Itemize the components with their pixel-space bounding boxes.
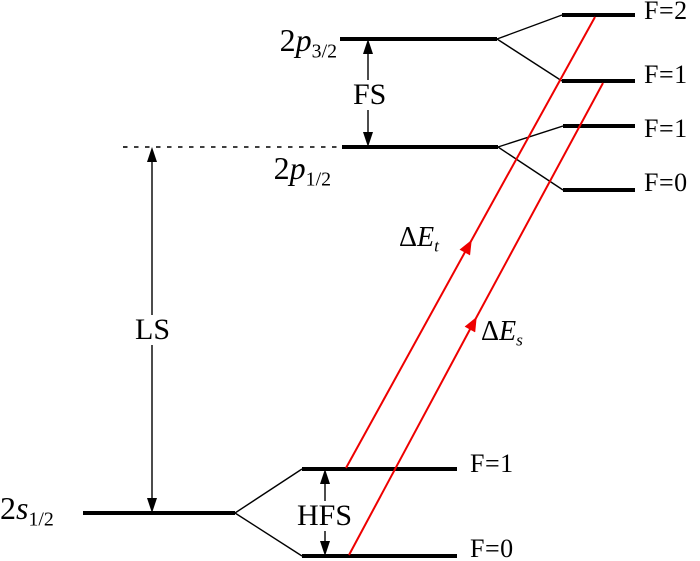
level-label-2p12: 2p1/2: [231, 152, 331, 190]
delta-symbol: Δ: [399, 222, 418, 253]
hfs-label: HFS: [294, 501, 356, 531]
term-number: 2: [0, 490, 16, 526]
energy-subscript: t: [434, 236, 439, 256]
fork-2s12-to-f0: [234, 512, 303, 557]
f-label-f1-lower: F=1: [470, 449, 514, 478]
fs-label: FS: [350, 80, 390, 110]
energy-subscript: s: [516, 330, 523, 350]
fork-2s12-to-f1: [234, 468, 303, 514]
fork-2p32-to-f1: [496, 38, 563, 82]
triplet-transition-label: ΔEt: [399, 224, 439, 255]
f-label-f1-mid: F=1: [644, 114, 688, 143]
fork-2p12-to-f1: [497, 125, 564, 148]
energy-symbol: E: [417, 222, 435, 253]
energy-symbol: E: [499, 316, 517, 347]
term-number: 2: [273, 150, 290, 186]
term-letter: s: [16, 490, 29, 526]
term-letter: p: [295, 22, 312, 58]
level-label-2p32: 2p3/2: [237, 24, 337, 62]
term-subscript: 3/2: [311, 40, 337, 63]
term-subscript: 1/2: [28, 508, 54, 531]
lamb-shift-label: LS: [132, 315, 174, 345]
f-label-f0-lower: F=0: [470, 534, 514, 561]
delta-symbol: Δ: [481, 316, 500, 347]
fork-2p32-to-f2: [496, 14, 563, 40]
triplet-transition-arrow: [345, 16, 596, 469]
singlet-transition-arrow: [348, 82, 604, 556]
term-number: 2: [279, 22, 296, 58]
term-subscript: 1/2: [305, 168, 331, 191]
level-label-2s12: 2s1/2: [0, 492, 54, 530]
singlet-transition-label: ΔEs: [481, 318, 523, 349]
fork-2p12-to-f0: [497, 146, 564, 191]
term-letter: p: [289, 150, 306, 186]
f-label-f2: F=2: [644, 0, 688, 25]
f-label-f0-mid: F=0: [644, 168, 688, 197]
f-label-f1-upper: F=1: [644, 60, 688, 89]
